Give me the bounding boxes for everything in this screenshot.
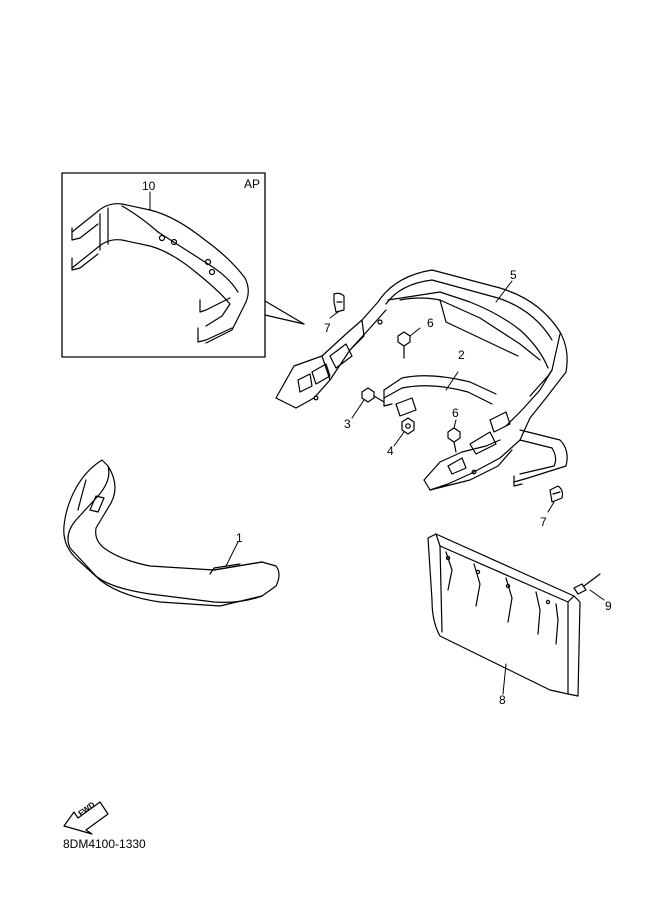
part-3-bolt — [351, 387, 385, 419]
callout-7-lower: 7 — [540, 515, 547, 529]
fwd-arrow-icon — [63, 801, 109, 835]
callout-6-lower: 6 — [452, 406, 459, 420]
callout-1: 1 — [236, 531, 243, 545]
callout-2: 2 — [458, 348, 465, 362]
part-7-clip-lower — [547, 485, 564, 513]
part-2-lower-brace — [383, 371, 568, 487]
part-6-bolt-lower — [447, 419, 461, 453]
callout-5: 5 — [510, 268, 517, 282]
part-7-clip-upper — [329, 292, 345, 319]
inset-ap-box — [61, 172, 305, 358]
callout-10: 10 — [142, 179, 156, 193]
part-code-footer: 8DM4100-1330 — [63, 837, 146, 851]
callout-9: 9 — [605, 599, 612, 613]
part-4-nut — [393, 417, 415, 447]
callout-3: 3 — [344, 417, 351, 431]
part-1-front-bumper — [63, 459, 280, 607]
part-6-bolt-upper — [397, 327, 421, 359]
callout-6-upper: 6 — [427, 316, 434, 330]
callout-7-upper: 7 — [324, 321, 331, 335]
part-10-bumper-bar — [71, 191, 249, 344]
callout-4: 4 — [387, 444, 394, 458]
part-5-rear-frame — [275, 269, 568, 491]
inset-tag-label: AP — [244, 177, 261, 191]
part-8-mud-flap — [427, 533, 581, 697]
callout-8: 8 — [499, 693, 506, 707]
part-9-rivet — [573, 573, 605, 601]
